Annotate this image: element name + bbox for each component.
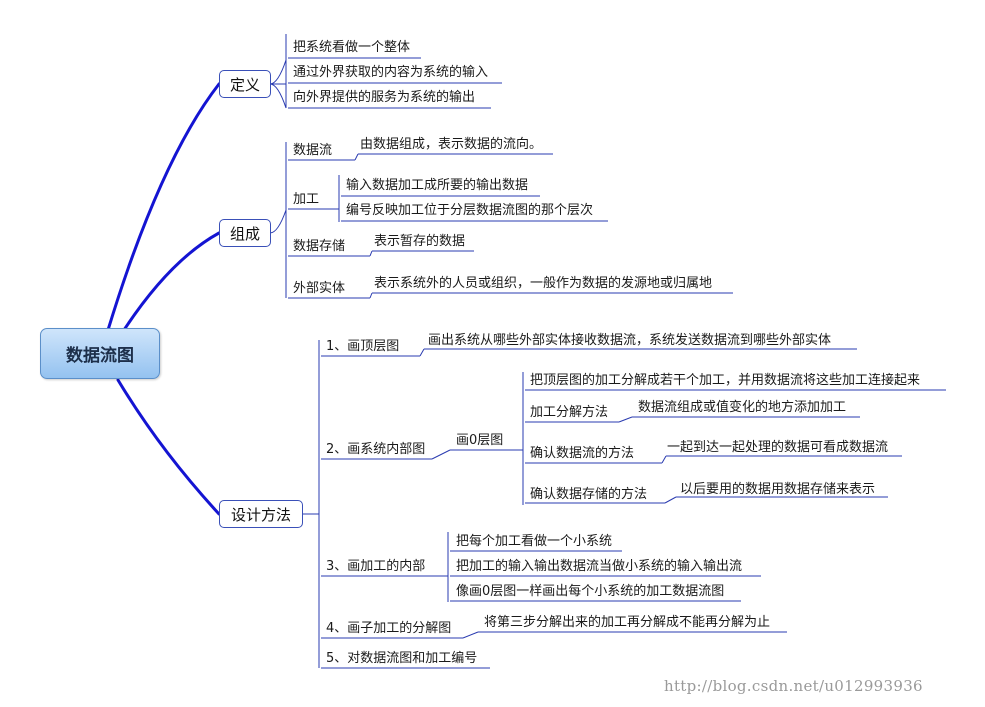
design-step-2-item-c-desc[interactable]: 一起到达一起处理的数据可看成数据流 <box>667 440 889 455</box>
watermark: http://blog.csdn.net/u012993936 <box>664 677 923 695</box>
design-step-3-desc-1[interactable]: 把每个加工看做一个小系统 <box>456 534 613 549</box>
branch-composition[interactable]: 组成 <box>219 219 271 247</box>
branch-line-composition <box>122 231 221 332</box>
design-step-4[interactable]: 4、画子加工的分解图 <box>326 621 452 636</box>
design-step-1-desc[interactable]: 画出系统从哪些外部实体接收数据流，系统发送数据流到哪些外部实体 <box>428 333 832 348</box>
definition-item-1[interactable]: 把系统看做一个整体 <box>293 40 411 55</box>
design-step-3[interactable]: 3、画加工的内部 <box>326 559 426 574</box>
composition-store[interactable]: 数据存储 <box>293 239 346 254</box>
composition-store-desc[interactable]: 表示暂存的数据 <box>374 234 466 249</box>
composition-dataflow-desc[interactable]: 由数据组成，表示数据的流向。 <box>360 137 543 152</box>
design-step-3-desc-2[interactable]: 把加工的输入输出数据流当做小系统的输入输出流 <box>456 559 743 574</box>
design-step-2-item-d[interactable]: 确认数据存储的方法 <box>530 487 648 502</box>
branch-line-design <box>116 378 221 516</box>
root-node[interactable]: 数据流图 <box>40 328 160 379</box>
design-step-2-item-b[interactable]: 加工分解方法 <box>530 405 609 420</box>
design-step-2-item-b-desc[interactable]: 数据流组成或值变化的地方添加加工 <box>638 400 847 415</box>
composition-entity[interactable]: 外部实体 <box>293 281 346 296</box>
composition-dataflow[interactable]: 数据流 <box>293 143 333 158</box>
branch-line-definition <box>106 82 221 332</box>
design-step-2-item-d-desc[interactable]: 以后要用的数据用数据存储来表示 <box>680 482 876 497</box>
definition-item-3[interactable]: 向外界提供的服务为系统的输出 <box>293 90 476 105</box>
design-step-4-desc[interactable]: 将第三步分解出来的加工再分解成不能再分解为止 <box>484 615 771 630</box>
design-step-2-sub[interactable]: 画0层图 <box>456 433 504 448</box>
design-step-2-item-a[interactable]: 把顶层图的加工分解成若干个加工，并用数据流将这些加工连接起来 <box>530 373 921 388</box>
design-step-1[interactable]: 1、画顶层图 <box>326 339 400 354</box>
branch-definition[interactable]: 定义 <box>219 70 271 98</box>
composition-process[interactable]: 加工 <box>293 192 320 207</box>
design-step-3-desc-3[interactable]: 像画0层图一样画出每个小系统的加工数据流图 <box>456 584 725 599</box>
design-step-5[interactable]: 5、对数据流图和加工编号 <box>326 651 478 666</box>
composition-entity-desc[interactable]: 表示系统外的人员或组织，一般作为数据的发源地或归属地 <box>374 276 713 291</box>
composition-process-desc-2[interactable]: 编号反映加工位于分层数据流图的那个层次 <box>346 203 594 218</box>
design-step-2-item-c[interactable]: 确认数据流的方法 <box>530 446 635 461</box>
composition-process-desc-1[interactable]: 输入数据加工成所要的输出数据 <box>346 178 529 193</box>
design-step-2[interactable]: 2、画系统内部图 <box>326 442 426 457</box>
branch-design[interactable]: 设计方法 <box>219 500 303 528</box>
definition-item-2[interactable]: 通过外界获取的内容为系统的输入 <box>293 65 489 80</box>
